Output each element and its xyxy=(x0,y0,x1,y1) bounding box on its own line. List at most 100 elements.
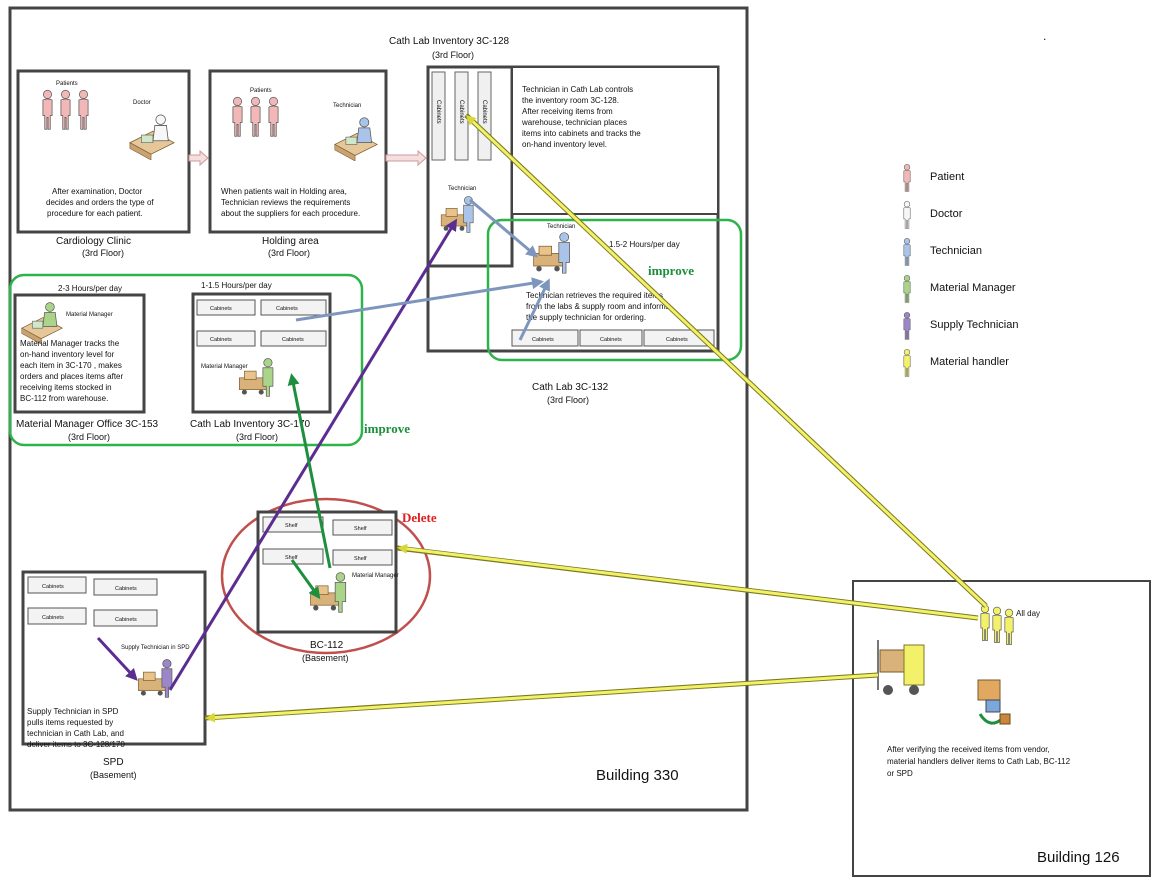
material-manager-office-room: Material Manager Material Manager tracks… xyxy=(13,293,146,414)
cathinv128-desc-line3: After receiving items from xyxy=(522,107,613,116)
bc112-title: BC-112 xyxy=(310,640,344,651)
bc112-floor: (Basement) xyxy=(302,653,349,663)
clinic-desc-line2: decides and orders the type of xyxy=(46,198,154,207)
building-126-label: Building 126 xyxy=(1037,849,1120,866)
svg-text:Shelf: Shelf xyxy=(354,526,367,532)
spd-desc-line2: pulls items requested by xyxy=(27,718,113,727)
delivery-arrow-to-cathlab xyxy=(465,114,988,608)
mmoffice-floor: (3rd Floor) xyxy=(68,432,110,442)
improve-outline-mm xyxy=(8,273,364,447)
legend-item: Doctor xyxy=(903,201,963,229)
delivery-arrow-to-spd xyxy=(205,673,879,723)
cathlab132-desc-line3: the supply technician for ordering. xyxy=(526,313,646,322)
clinic-patients-label: Patients xyxy=(56,81,78,87)
mmoffice-desc-line2: on-hand inventory level for xyxy=(20,350,115,359)
spd-desc-line3: technician in Cath Lab, and xyxy=(27,729,124,738)
holding-title: Holding area xyxy=(262,236,319,247)
spd-pick-arrow xyxy=(96,636,138,681)
cathlab132-frequency: 1.5-2 Hours/per day xyxy=(609,240,680,249)
clinic-desc-line3: procedure for each patient. xyxy=(47,209,143,218)
svg-text:Cabinets: Cabinets xyxy=(532,337,554,343)
3c170-to-cathlab-arrow xyxy=(295,277,544,322)
svg-text:Cabinets: Cabinets xyxy=(600,337,622,343)
bc112-mm-label: Material Manager xyxy=(352,573,399,579)
cabinet: Cabinets xyxy=(260,330,327,347)
cathinv128-desc-line4: warehouse, technician places xyxy=(521,118,627,127)
legend: Patient Doctor Technician Material Manag… xyxy=(903,164,1018,377)
bc112-pick-arrow xyxy=(290,559,321,600)
svg-text:Cabinets: Cabinets xyxy=(435,100,441,124)
cabinet: Cabinets xyxy=(27,607,87,625)
mmoffice-desc-line4: orders and places items after xyxy=(20,372,123,381)
material-manager-legend-icon xyxy=(903,275,911,303)
legend-item: Material Manager xyxy=(903,275,1016,303)
holding-desc-line1: When patients wait in Holding area, xyxy=(221,187,347,196)
svg-text:Supply Technician: Supply Technician xyxy=(930,319,1018,331)
svg-text:Shelf: Shelf xyxy=(354,556,367,562)
cabinet: Cabinets xyxy=(93,609,158,627)
legend-item: Material handler xyxy=(903,349,1009,377)
building-126-frequency: All day xyxy=(1016,609,1040,618)
holding-technician-label: Technician xyxy=(333,103,361,109)
shelf: Shelf xyxy=(262,516,324,533)
cathinv128-desc-line6: on-hand inventory level. xyxy=(522,140,607,149)
spd-desc-line4: deliver items to 3C-128/170 xyxy=(27,740,125,749)
supply-technician-legend-icon xyxy=(903,312,911,340)
received-boxes-icon xyxy=(977,679,1011,725)
mmoffice-title: Material Manager Office 3C-153 xyxy=(16,419,159,430)
cabinet: Cabinets xyxy=(27,576,87,594)
cathlab132-title: Cath Lab 3C-132 xyxy=(532,382,609,393)
patient-legend-icon xyxy=(903,164,911,192)
cabinet-column: Cabinets xyxy=(477,71,492,161)
svg-text:Technician: Technician xyxy=(930,245,982,257)
cabinet: Cabinets xyxy=(93,578,158,596)
cathinv128-technician-label: Technician xyxy=(448,186,476,192)
cathinv128-floor: (3rd Floor) xyxy=(432,50,474,60)
mmoffice-frequency: 2-3 Hours/per day xyxy=(58,284,122,293)
svg-text:Shelf: Shelf xyxy=(285,523,298,529)
spd-st-label: Supply Technician in SPD xyxy=(121,645,190,651)
mmoffice-desc-line5: receiving items stocked in xyxy=(20,383,112,392)
bc112-delete-label: Delete xyxy=(402,510,437,525)
legend-item: Technician xyxy=(903,238,982,266)
cabinet: Cabinets xyxy=(196,299,256,316)
cath-lab-inventory-170-room: Cabinets Cabinets Cabinets Cabinets Mate… xyxy=(191,292,332,414)
svg-text:Cabinets: Cabinets xyxy=(458,100,464,124)
legend-item: Supply Technician xyxy=(903,312,1018,340)
shelf: Shelf xyxy=(332,549,393,566)
bc112-room: Shelf Shelf Shelf Shelf Material Manager xyxy=(256,510,399,634)
cabinet-column: Cabinets xyxy=(454,71,469,161)
clinic-floor: (3rd Floor) xyxy=(82,248,124,258)
patient-flow-arrow xyxy=(385,149,427,167)
cath-lab-complex: Cabinets Cabinets Cabinets Technician Te… xyxy=(426,65,720,353)
holding-floor: (3rd Floor) xyxy=(268,248,310,258)
spd-desc-line1: Supply Technician in SPD xyxy=(27,707,119,716)
forklift-icon xyxy=(877,640,925,695)
cathlab132-desc-line2: from the labs & supply room and informs xyxy=(526,302,670,311)
svg-text:Cabinets: Cabinets xyxy=(282,337,304,343)
cathlab132-improve: improve xyxy=(648,263,694,278)
cabinets-to-technician-arrow xyxy=(518,278,550,341)
mmoffice-desc-line3: each item in 3C-170 , makes xyxy=(20,361,122,370)
svg-text:Cabinets: Cabinets xyxy=(115,586,137,592)
cardiology-clinic-room: Patients Doctor After examination, Docto… xyxy=(16,69,191,234)
cathlab132-technician-label: Technician xyxy=(547,224,575,230)
cathinv170-mm-label: Material Manager xyxy=(201,364,248,370)
building-126-desc-line2: material handlers deliver items to Cath … xyxy=(887,757,1071,766)
svg-text:Cabinets: Cabinets xyxy=(210,306,232,312)
clinic-doctor-label: Doctor xyxy=(133,100,151,106)
delivery-arrow-to-bc112 xyxy=(397,543,979,620)
cabinet: Cabinets xyxy=(579,329,643,347)
holding-desc-line3: about the suppliers for each procedure. xyxy=(221,209,360,218)
svg-text:Material Manager: Material Manager xyxy=(930,282,1016,294)
holding-area-room: Patients Technician When patients wait i… xyxy=(208,69,388,234)
cabinet: Cabinets xyxy=(260,299,327,316)
svg-text:Patient: Patient xyxy=(930,171,964,183)
svg-text:Material handler: Material handler xyxy=(930,356,1009,368)
cathinv170-frequency: 1-1.5 Hours/per day xyxy=(201,281,272,290)
improve-left-label: improve xyxy=(364,421,410,436)
mmoffice-desc-line1: Material Manager tracks the xyxy=(20,339,120,348)
corner-dot: . xyxy=(1043,29,1046,43)
cathinv128-desc-line1: Technician in Cath Lab controls xyxy=(522,85,633,94)
